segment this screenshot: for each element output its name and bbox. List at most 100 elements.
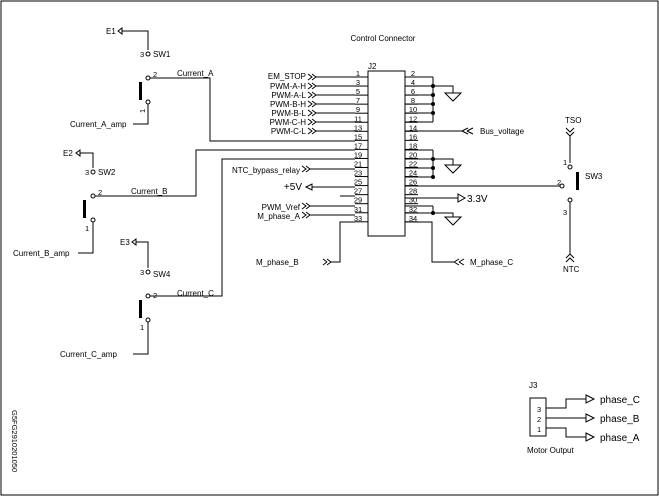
phase-a-label: phase_A xyxy=(600,433,640,444)
current-b-wire xyxy=(95,149,355,197)
side-code: G5FG2910201050 xyxy=(10,410,19,472)
signal-pwm-c-h: PWM-C-H xyxy=(270,118,307,127)
sw1-contact-top xyxy=(145,51,151,57)
j2-right-pin-number: 26 xyxy=(409,178,417,187)
v33-label: 3.3V xyxy=(467,194,488,205)
sw2-pin1: 1 xyxy=(85,224,89,233)
signal-plus5v: +5V xyxy=(284,182,302,193)
j2-ref: J2 xyxy=(368,62,377,71)
j2-right-pin-number: 8 xyxy=(411,96,415,105)
sw3-lever xyxy=(576,172,579,190)
sw1-e-label: E1 xyxy=(106,27,116,36)
sw2-e-label: E2 xyxy=(63,149,73,158)
j2-right-pin-number: 12 xyxy=(409,114,417,123)
j2-right-pin-number: 16 xyxy=(409,132,417,141)
bus-voltage-label: Bus_voltage xyxy=(480,127,525,136)
j2-right-pin-number: 32 xyxy=(409,205,417,214)
sw2-lever xyxy=(83,200,86,218)
j2-right-pin-number: 34 xyxy=(409,214,417,223)
sw3-pin2: 2 xyxy=(557,178,561,187)
j2-left-pin-number: 9 xyxy=(356,105,360,114)
m-phase-b-label: M_phase_B xyxy=(256,258,299,267)
sw2-pin2: 2 xyxy=(98,188,102,197)
plus5v-arrow xyxy=(304,183,355,191)
j2-left-pin-number: 5 xyxy=(356,87,360,96)
sw1-e-wire xyxy=(117,27,149,50)
signal-pwm-vref: PWM_Vref xyxy=(262,203,301,212)
j2-right-pin-number: 28 xyxy=(409,187,417,196)
j2-left-pin-number: 23 xyxy=(354,169,362,178)
left-input-chevrons xyxy=(301,73,355,219)
sw1-pin3: 3 xyxy=(140,50,144,59)
diagram-title: Control Connector xyxy=(351,34,416,43)
sw4-e-wire xyxy=(131,238,149,268)
j2-right-pin-number: 22 xyxy=(409,160,417,169)
tso-label: TSO xyxy=(565,116,581,125)
sw4-pin1: 1 xyxy=(140,323,144,332)
tso-wire xyxy=(565,127,575,163)
j2-left-pin-number: 21 xyxy=(354,160,362,169)
j2-right-pin-number: 10 xyxy=(409,105,417,114)
current-b-label: Current_B xyxy=(131,187,167,196)
current-c-label: Current_C xyxy=(177,289,214,298)
j2-right-pin-number: 14 xyxy=(409,123,417,132)
j2-left-pin-number: 31 xyxy=(354,205,362,214)
m-phase-b-line xyxy=(322,221,355,266)
j2-left-pin-number: 17 xyxy=(354,141,362,150)
sw4-contact-top xyxy=(145,269,151,275)
j3-pin3: 3 xyxy=(537,405,541,414)
current-a-amp-label: Current_A_amp xyxy=(70,120,127,129)
sw1-ref: SW1 xyxy=(153,50,171,59)
j2-right-pin-number: 30 xyxy=(409,196,417,205)
j3-pin1: 1 xyxy=(537,425,541,434)
signal-pwm-a-l: PWM-A-L xyxy=(271,91,306,100)
sw3-pin1: 1 xyxy=(563,158,567,167)
sw1-pin1: 1 xyxy=(138,109,147,113)
j2-left-pin-number: 27 xyxy=(354,187,362,196)
ntc-label: NTC xyxy=(563,265,580,274)
phase-c-label: phase_C xyxy=(600,395,640,406)
current-b-amp-label: Current_B_amp xyxy=(13,249,70,258)
signal-pwm-c-l: PWM-C-L xyxy=(271,127,307,136)
m-phase-c-line xyxy=(405,221,465,266)
sw2-e-wire xyxy=(75,149,94,168)
j2-right-pin-number: 18 xyxy=(409,141,417,150)
j2-right-pin-number: 6 xyxy=(411,87,415,96)
m-phase-c-label: M_phase_C xyxy=(470,258,513,267)
j3-output-arrows xyxy=(546,394,596,442)
phase-b-label: phase_B xyxy=(600,414,640,425)
bus-voltage-line xyxy=(405,127,474,135)
signal-pwm-b-l: PWM-B-L xyxy=(271,109,306,118)
j2-left-pin-number: 25 xyxy=(354,178,362,187)
j2-left-pin-number: 19 xyxy=(354,150,362,159)
j2-connector-body xyxy=(367,70,406,237)
j2-right-pin-number: 4 xyxy=(411,78,415,87)
signal-pwm-b-h: PWM-B-H xyxy=(270,100,306,109)
sw4-e-label: E3 xyxy=(120,238,130,247)
j2-left-pin-number: 7 xyxy=(356,96,360,105)
ntc-wire xyxy=(565,202,575,263)
sw4-amp-wire xyxy=(133,322,149,355)
j2-left-pin-number: 33 xyxy=(354,214,362,223)
sw4-ref: SW4 xyxy=(153,270,171,279)
v33-arrow xyxy=(405,193,467,203)
current-c-wire xyxy=(150,158,355,297)
j2-right-pin-number: 2 xyxy=(411,69,415,78)
signal-em-stop: EM_STOP xyxy=(268,72,306,81)
signal-ntc-bypass: NTC_bypass_relay xyxy=(232,166,300,175)
j2-right-pin-number: 24 xyxy=(409,169,417,178)
sw1-amp-wire xyxy=(133,104,149,125)
j3-pin2: 2 xyxy=(537,415,541,424)
sw3-ref: SW3 xyxy=(585,172,603,181)
j2-left-pin-number: 29 xyxy=(354,196,362,205)
sw2-contact-top xyxy=(90,169,96,175)
right-gnd-bus xyxy=(405,76,463,226)
j2-left-pin-number: 1 xyxy=(356,69,360,78)
junction-dots xyxy=(431,84,435,215)
j2-right-pin-number: 20 xyxy=(409,150,417,159)
sw3-contact-mid xyxy=(559,183,565,189)
sw2-pin3: 3 xyxy=(85,168,89,177)
motor-output-caption: Motor Output xyxy=(527,446,574,455)
